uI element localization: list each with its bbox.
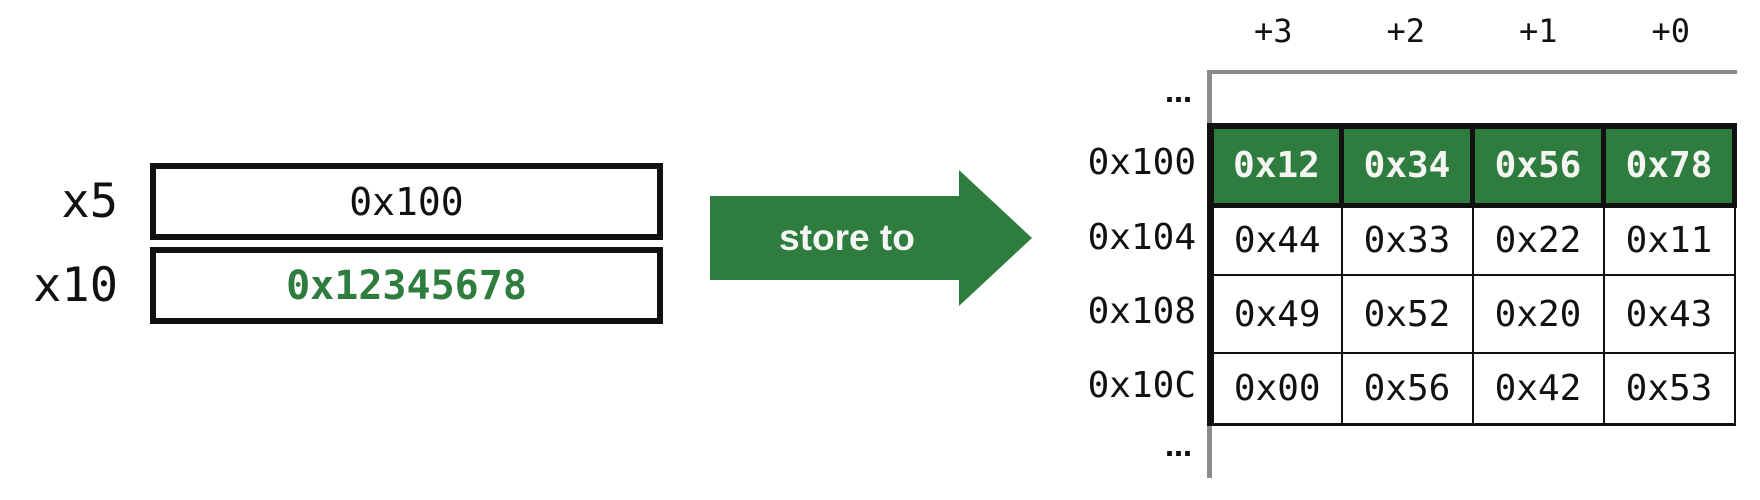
memory-top-guide-line (1207, 70, 1737, 74)
register-row-x5: x5 0x100 (30, 163, 663, 240)
memory-row-0x100-highlighted: 0x12 0x34 0x56 0x78 (1207, 123, 1737, 208)
memory-byte-table: 0x12 0x34 0x56 0x78 0x44 0x33 0x22 0x11 … (1207, 123, 1737, 426)
register-row-x10: x10 0x12345678 (30, 247, 663, 324)
arrow-right-icon (959, 170, 1032, 306)
memory-cell: 0x78 (1601, 123, 1737, 208)
memory-cell: 0x22 (1471, 204, 1605, 276)
memory-cell: 0x00 (1207, 352, 1343, 426)
memory-cell: 0x49 (1207, 274, 1343, 354)
memory-cell: 0x12 (1207, 123, 1344, 208)
memory-cell: 0x52 (1340, 274, 1474, 354)
register-value-box-x10: 0x12345678 (150, 247, 663, 324)
memory-byte-offset-headers: +3 +2 +1 +0 (1207, 12, 1737, 50)
memory-left-guide-line (1207, 70, 1212, 478)
address-label-0x100: 0x100 (1087, 142, 1196, 183)
memory-cell: 0x43 (1602, 274, 1736, 354)
memory-cell: 0x20 (1471, 274, 1605, 354)
memory-ellipsis-top: … (1165, 78, 1192, 109)
memory-cell: 0x53 (1602, 352, 1736, 426)
memory-row-0x10C: 0x00 0x56 0x42 0x53 (1207, 352, 1736, 426)
offset-header-plus0: +0 (1651, 12, 1691, 50)
memory-ellipsis-bottom: … (1165, 432, 1192, 463)
store-arrow-icon: store to (710, 170, 1032, 306)
offset-header-plus2: +2 (1386, 12, 1426, 50)
memory-cell: 0x34 (1339, 123, 1475, 208)
register-name-x10: x10 (33, 258, 118, 313)
memory-cell: 0x33 (1340, 204, 1474, 276)
register-value-box-x5: 0x100 (150, 163, 663, 240)
offset-header-plus1: +1 (1518, 12, 1558, 50)
memory-cell: 0x11 (1602, 204, 1736, 276)
address-label-0x108: 0x108 (1087, 290, 1196, 332)
address-label-0x10C: 0x10C (1087, 365, 1196, 406)
register-value-x5: 0x100 (349, 179, 464, 224)
register-name-x5: x5 (61, 174, 118, 229)
memory-cell: 0x56 (1470, 123, 1606, 208)
register-value-x10: 0x12345678 (286, 262, 527, 309)
memory-row-0x108: 0x49 0x52 0x20 0x43 (1207, 274, 1736, 354)
memory-cell: 0x56 (1340, 352, 1474, 426)
offset-header-plus3: +3 (1253, 12, 1293, 50)
address-label-0x104: 0x104 (1087, 216, 1196, 258)
memory-cell: 0x44 (1207, 204, 1343, 276)
memory-cell: 0x42 (1471, 352, 1605, 426)
store-arrow-label: store to (779, 217, 915, 258)
memory-row-0x104: 0x44 0x33 0x22 0x11 (1207, 204, 1736, 276)
store-arrow-body: store to (710, 196, 960, 280)
